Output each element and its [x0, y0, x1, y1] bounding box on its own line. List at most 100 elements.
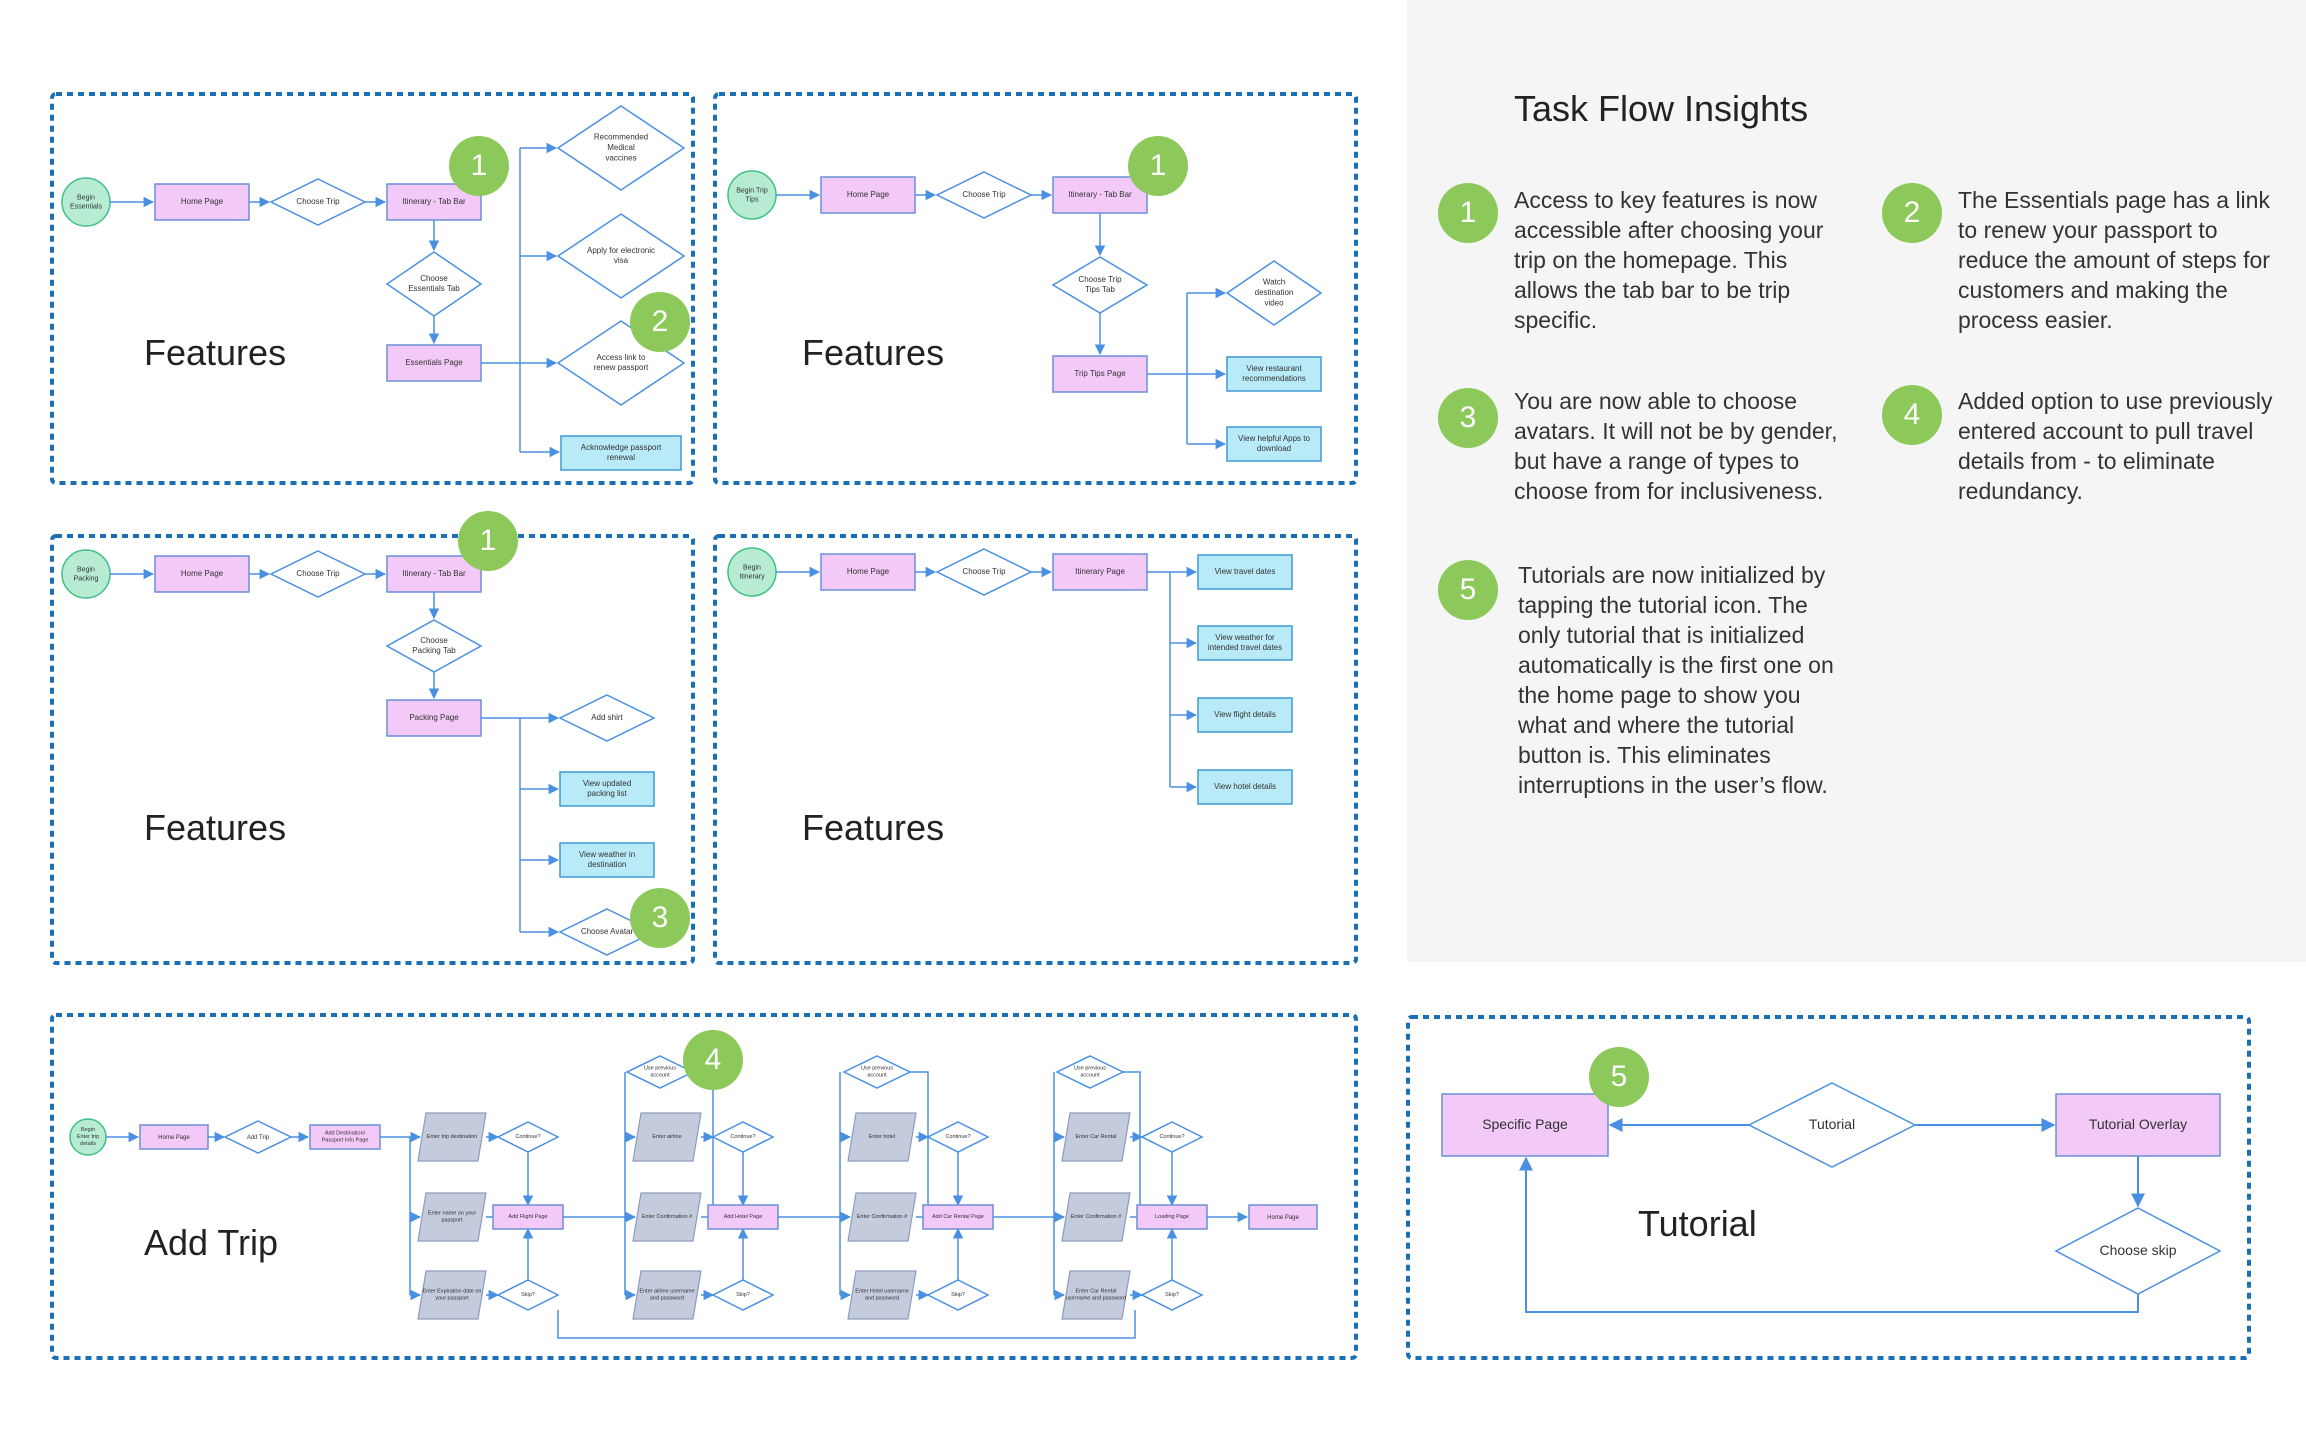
badge-4-account	[683, 1030, 743, 1090]
start-packing	[61, 549, 111, 599]
tutorial-title: Tutorial	[1638, 1203, 1757, 1244]
home-page-4-label: Home Page	[847, 567, 890, 576]
option-evisa	[556, 213, 686, 299]
stage2-input-1-label: Enter airline	[652, 1134, 681, 1140]
frame-essentials	[50, 92, 695, 485]
stage3-page	[922, 1204, 994, 1230]
stage1-input-3	[417, 1270, 487, 1320]
stage4-input-1-label: Enter Car Rental	[1076, 1134, 1117, 1140]
badge-3-avatar	[630, 888, 690, 948]
badge-1-packing	[458, 511, 518, 571]
stage3-continue-label: Continue?	[945, 1134, 970, 1140]
packing-page-label: Packing Page	[409, 713, 459, 722]
view-restaurants	[1226, 356, 1322, 392]
badge-1-triptips-label: 1	[1150, 149, 1167, 182]
add-shirt-label: Add shirt	[591, 713, 623, 722]
choose-trip-2	[935, 171, 1033, 219]
stage2-input-2	[632, 1192, 702, 1242]
itinerary-tabbar-2-label: Itinerary - Tab Bar	[1068, 190, 1132, 199]
add-destination-page	[309, 1124, 381, 1150]
stage2-continue-label: Continue?	[730, 1134, 755, 1140]
insight-4-text: Added option to use previously entered a…	[1958, 388, 2273, 504]
badge-1-essentials	[449, 136, 509, 196]
stage1-skip-label: Skip?	[521, 1292, 535, 1298]
home-page-addtrip-label: Home Page	[158, 1135, 190, 1141]
choose-trip-2-label: Choose Trip	[962, 190, 1006, 199]
home-page-4	[820, 553, 916, 591]
tutorial-decision-label: Tutorial	[1809, 1116, 1855, 1132]
essentials-page-label: Essentials Page	[405, 358, 463, 367]
itinerary-view-1	[1197, 554, 1293, 590]
choose-trip-3-label: Choose Trip	[296, 569, 340, 578]
stage4-continue-label: Continue?	[1159, 1134, 1184, 1140]
stage3-input-1-label: Enter hotel	[869, 1134, 896, 1140]
stage3-skip	[926, 1279, 990, 1311]
choose-trip-3	[269, 550, 367, 598]
features-title-3: Features	[144, 807, 286, 848]
stage3-input-2	[847, 1192, 917, 1242]
home-page-1-label: Home Page	[181, 197, 224, 206]
frame-triptips	[713, 92, 1358, 485]
itinerary-view-1-label: View travel dates	[1215, 567, 1276, 576]
tutorial-overlay-label: Tutorial Overlay	[2089, 1116, 2187, 1132]
itinerary-tabbar-1	[386, 183, 482, 221]
choose-trip-1-label: Choose Trip	[296, 197, 340, 206]
stage1-input-1	[417, 1112, 487, 1162]
stage2-page	[707, 1204, 779, 1230]
insight-3-text: You are now able to choose avatars. It w…	[1514, 388, 1838, 504]
frame-packing	[50, 534, 695, 965]
start-itinerary	[727, 547, 777, 597]
tutorial-decision	[1747, 1082, 1917, 1168]
add-trip-decision-label: Add Trip	[247, 1135, 270, 1141]
triptips-page-label: Trip Tips Page	[1074, 369, 1126, 378]
stage4-input-2-label: Enter Confirmation #	[1071, 1214, 1122, 1220]
tut-edge-4	[1519, 1156, 2139, 1313]
stage2-input-2-label: Enter Confirmation #	[642, 1214, 693, 1220]
insight-5-badge: 5	[1438, 560, 1498, 620]
acknowledge-renewal	[560, 435, 682, 471]
home-page-addtrip	[139, 1124, 209, 1150]
home-page-end-label: Home Page	[1267, 1215, 1299, 1221]
start-triptips	[727, 170, 777, 220]
stage2-input-1	[632, 1112, 702, 1162]
edge-at-prev3b	[1123, 1071, 1141, 1217]
stage4-page-label: Loading Page	[1155, 1214, 1189, 1220]
stage1-continue-label: Continue?	[515, 1134, 540, 1140]
frame-itinerary	[713, 534, 1358, 965]
insights-title: Task Flow Insights	[1514, 88, 1809, 129]
stage4-skip	[1140, 1279, 1204, 1311]
home-page-3-label: Home Page	[181, 569, 224, 578]
view-weather-destination	[559, 842, 655, 878]
choose-trip-4-label: Choose Trip	[962, 567, 1006, 576]
choose-skip-label: Choose skip	[2099, 1242, 2176, 1258]
itinerary-view-2	[1197, 625, 1293, 661]
start-essentials	[61, 177, 111, 227]
itinerary-view-4	[1197, 769, 1293, 805]
itinerary-tabbar-1-label: Itinerary - Tab Bar	[402, 197, 466, 206]
choose-trip-4	[935, 548, 1033, 596]
stage4-skip-label: Skip?	[1165, 1292, 1179, 1298]
itinerary-view-3	[1197, 697, 1293, 733]
stage4-input-3	[1061, 1270, 1131, 1320]
add-destination-page-label: Add Destination/Passport Info Page	[322, 1131, 369, 1144]
add-trip-decision	[223, 1120, 293, 1154]
stage3-input-3	[847, 1270, 917, 1320]
itinerary-tabbar-3-label: Itinerary - Tab Bar	[402, 569, 466, 578]
